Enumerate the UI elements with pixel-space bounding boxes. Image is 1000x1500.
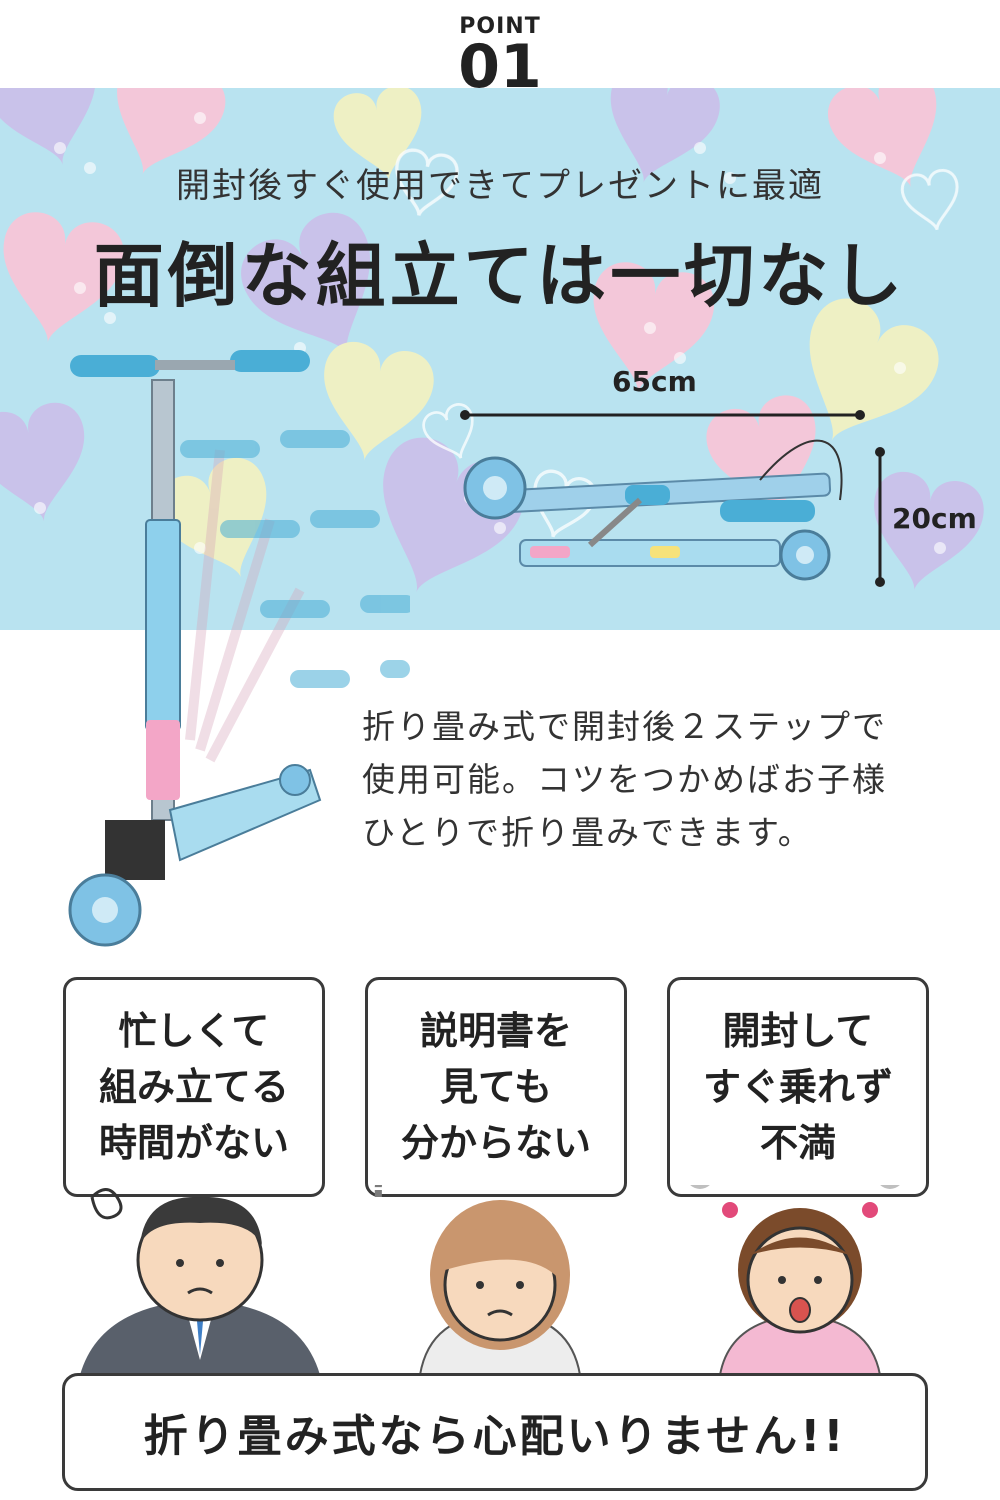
bubble-line: 時間がない xyxy=(98,1121,289,1165)
unfolding-scooter-illustration xyxy=(68,350,410,947)
folded-scooter-illustration xyxy=(460,410,885,587)
concern-bubble-unhappy: 開封して すぐ乗れず 不満 xyxy=(667,977,929,1197)
headline: 面倒な組立ては一切なし xyxy=(93,235,907,317)
height-dimension: 20cm xyxy=(892,502,977,535)
bubble-line: すぐ乗れず xyxy=(702,1065,893,1109)
point-label: POINT xyxy=(459,14,541,39)
description: 折り畳み式で開封後２ステップで 使用可能。コツをつかめばお子様 ひとりで折り畳み… xyxy=(362,700,962,859)
point-header: POINT 01 xyxy=(0,14,1000,97)
conclusion-text: 折り畳み式なら心配いりません!! xyxy=(143,1411,847,1462)
concern-bubble-busy: 忙しくて 組み立てる 時間がない xyxy=(63,977,325,1197)
width-dimension: 65cm xyxy=(612,365,697,398)
point-number: 01 xyxy=(458,32,542,102)
bubble-line: 分からない xyxy=(400,1121,591,1165)
bubble-line: 組み立てる xyxy=(98,1065,289,1109)
upset-girl-illustration xyxy=(690,1185,900,1375)
description-line: ひとりで折り畳みできます。 xyxy=(362,813,813,852)
bubble-line: 説明書を xyxy=(419,1009,572,1053)
bubble-line: 開封して xyxy=(722,1009,874,1053)
concern-bubble-manual: 説明書を 見ても 分からない xyxy=(365,977,627,1197)
svg-text:?: ? xyxy=(368,1185,391,1207)
worried-man-illustration xyxy=(80,1188,320,1375)
description-line: 使用可能。コツをつかめばお子様 xyxy=(362,760,887,799)
bubble-line: 見ても xyxy=(439,1065,553,1109)
subheading: 開封後すぐ使用できてプレゼントに最適 xyxy=(176,166,824,206)
confused-woman-illustration: ? xyxy=(368,1185,582,1375)
conclusion-box: 折り畳み式なら心配いりません!! xyxy=(62,1373,928,1491)
worried-characters: ? xyxy=(80,1185,900,1375)
description-line: 折り畳み式で開封後２ステップで xyxy=(362,707,887,746)
bubble-line: 忙しくて xyxy=(118,1009,270,1053)
bubble-line: 不満 xyxy=(759,1121,836,1165)
